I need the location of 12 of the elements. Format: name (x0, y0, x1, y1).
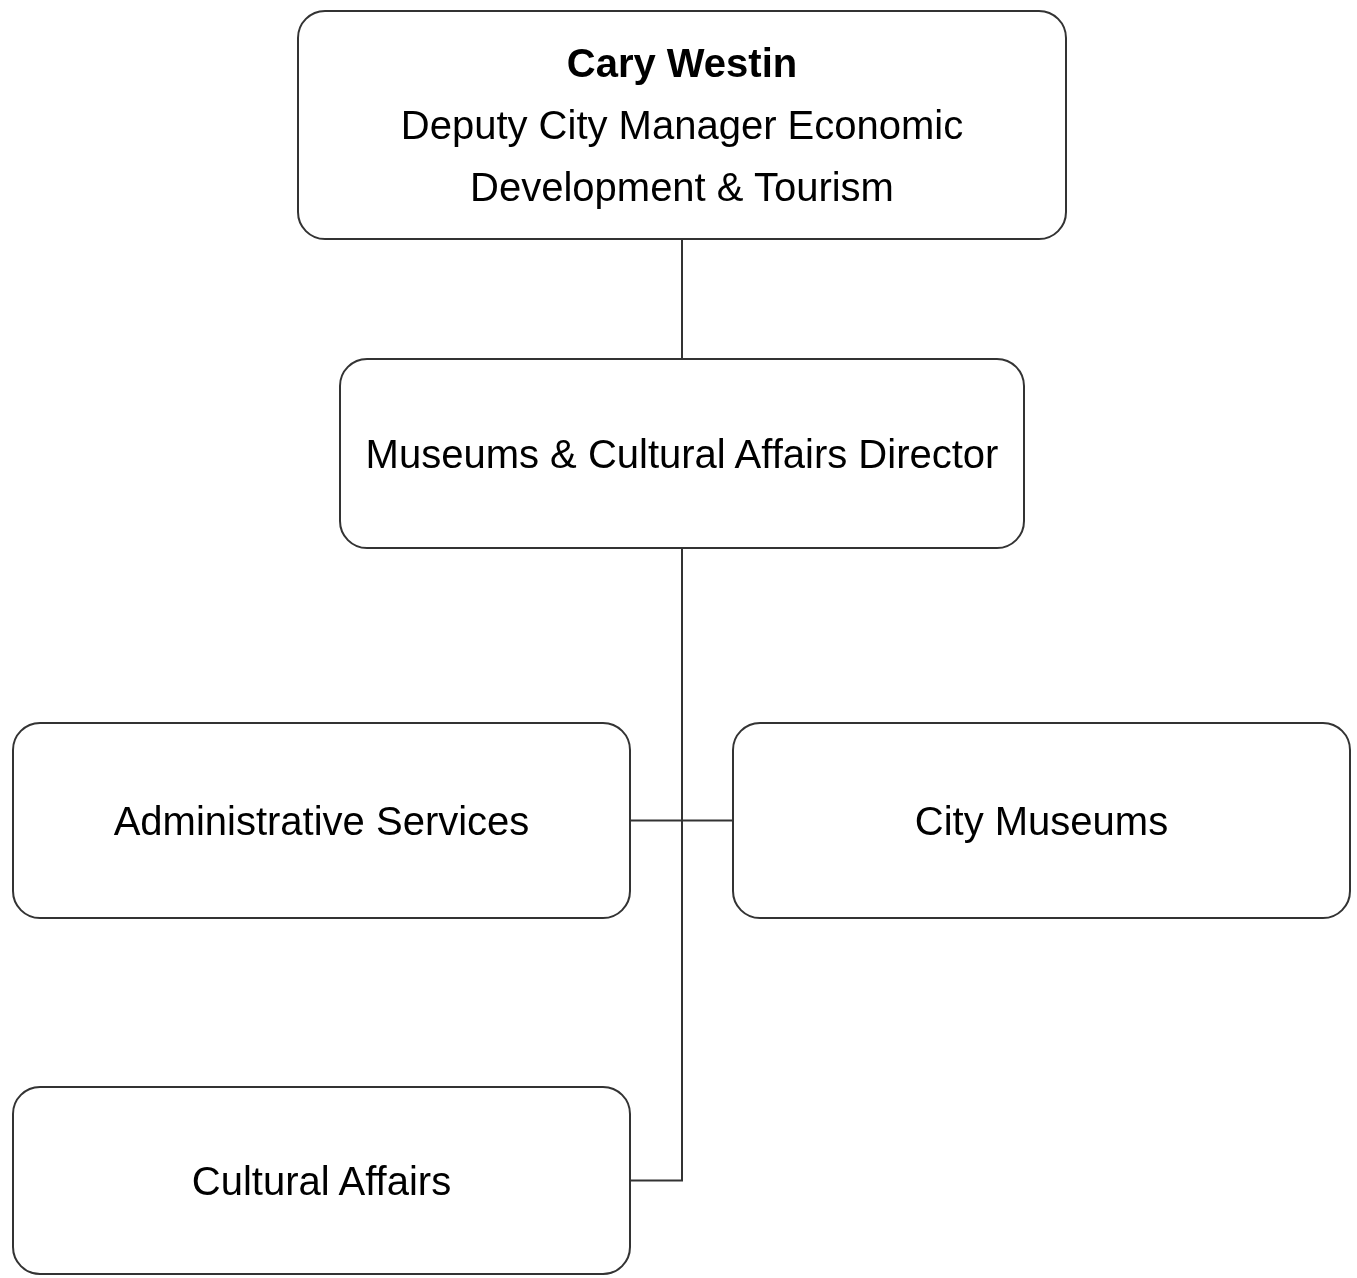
role-title: Museums & Cultural Affairs Director (365, 430, 999, 478)
org-box (12, 722, 631, 919)
org-box (297, 10, 1067, 240)
org-box (12, 1086, 631, 1275)
role-title: Cultural Affairs (191, 1157, 452, 1205)
person-name: Cary Westin (566, 40, 798, 87)
role-title: City Museums (914, 797, 1169, 845)
role-title: Administrative Services (113, 797, 530, 845)
connector-line (681, 239, 683, 359)
org-box (339, 358, 1025, 549)
org-box (732, 722, 1351, 919)
role-title: Deputy City Manager Economic Development & Tourism (399, 102, 965, 211)
